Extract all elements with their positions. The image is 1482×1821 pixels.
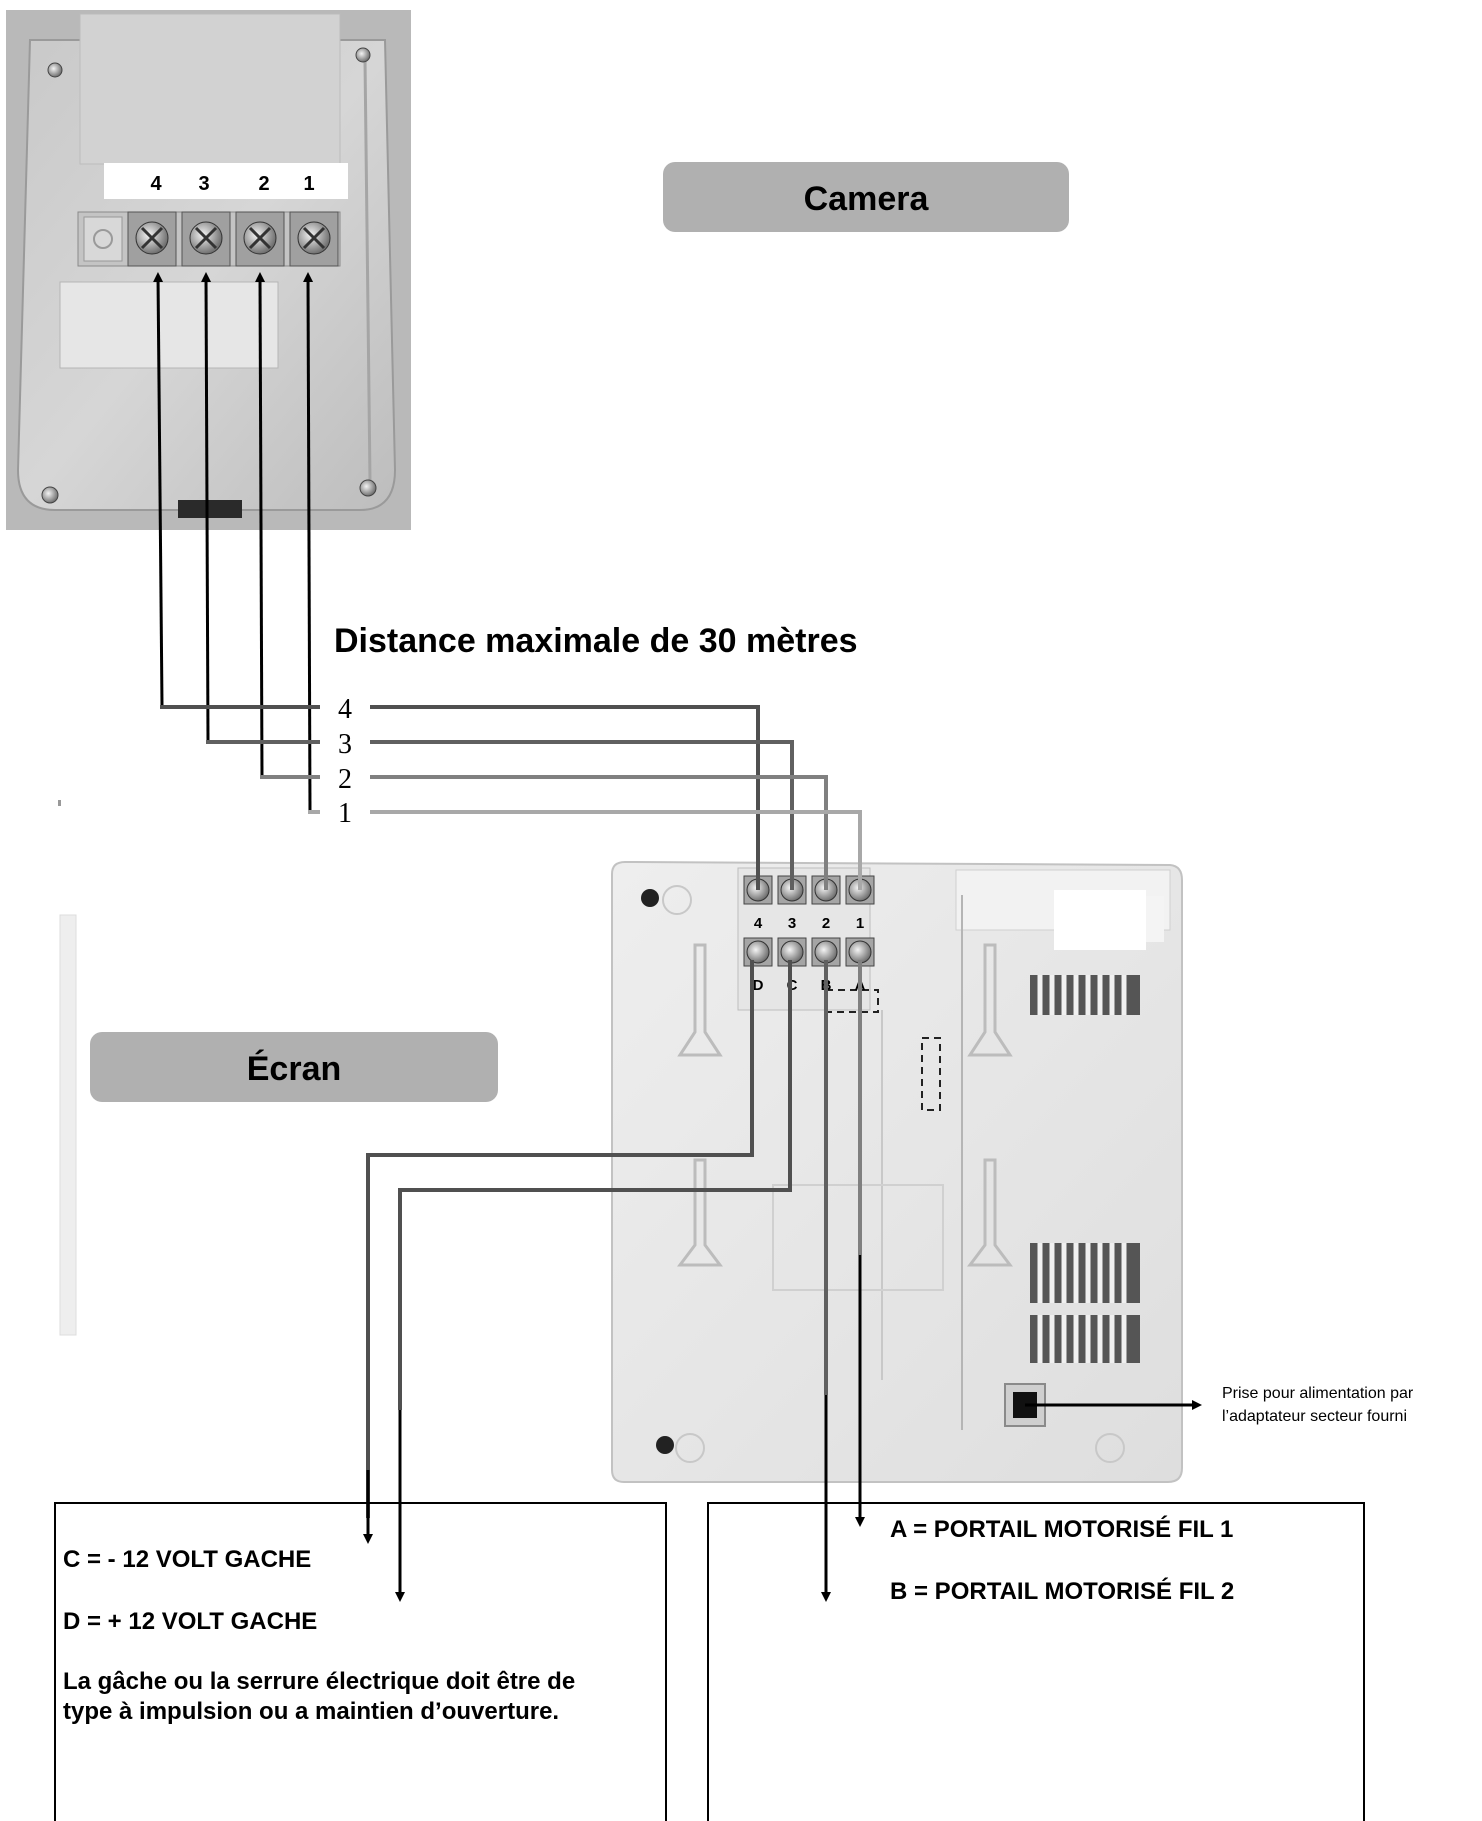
screen-unit	[611, 860, 1183, 1483]
screen-terminal-4: 4	[754, 915, 763, 932]
portail-line-a: A = PORTAIL MOTORISÉ FIL 1	[890, 1516, 1234, 1543]
camera-label: Camera	[804, 180, 930, 218]
gache-line-d: D = + 12 VOLT GACHE	[63, 1608, 318, 1635]
camera-unit	[6, 10, 411, 530]
portail-wires	[824, 960, 862, 1395]
wire-number-labels: 4 3 2 1	[338, 694, 352, 829]
edge-mark	[58, 800, 61, 806]
screen-terminal-c: C	[787, 977, 798, 994]
gache-line-c: C = - 12 VOLT GACHE	[63, 1546, 312, 1573]
screen-terminal-2: 2	[822, 915, 830, 932]
camera-terminal-1: 1	[303, 173, 314, 195]
distance-label: Distance maximale de 30 mètres	[334, 622, 858, 660]
camera-label-pill: Camera	[663, 162, 1069, 232]
camera-wires	[153, 272, 314, 814]
portail-line-b: B = PORTAIL MOTORISÉ FIL 2	[890, 1578, 1235, 1605]
edge-panel	[59, 914, 77, 1336]
screen-terminal-3: 3	[788, 915, 796, 932]
gache-note-line2: type à impulsion ou a maintien d’ouvertu…	[63, 1698, 560, 1725]
screen-vents	[1037, 975, 1127, 1363]
wire-number-1: 1	[338, 798, 352, 829]
power-note-line1: Prise pour alimentation par	[1222, 1385, 1414, 1402]
gache-info-box	[54, 1502, 667, 1821]
portail-info-box	[707, 1502, 1365, 1821]
screen-wires	[370, 705, 862, 890]
camera-terminal-3: 3	[198, 173, 209, 195]
camera-terminal-4: 4	[150, 173, 162, 195]
camera-terminal-labels: 4 3 2 1	[150, 173, 314, 195]
portail-arrows	[821, 1255, 865, 1602]
screen-terminal-d: D	[753, 977, 764, 994]
gache-note-line1: La gâche ou la serrure électrique doit ê…	[63, 1668, 576, 1695]
wire-number-3: 3	[338, 729, 352, 760]
power-note-line2: l’adaptateur secteur fourni	[1222, 1408, 1407, 1425]
screen-label-pill: Écran	[90, 1032, 498, 1102]
screen-label: Écran	[247, 1050, 342, 1088]
wire-number-4: 4	[338, 694, 352, 725]
camera-terminal-2: 2	[258, 173, 269, 195]
gache-wires	[366, 960, 792, 1518]
screen-terminal-1: 1	[856, 915, 864, 932]
camera-wire-horizontals	[160, 705, 320, 814]
wire-number-2: 2	[338, 764, 352, 795]
